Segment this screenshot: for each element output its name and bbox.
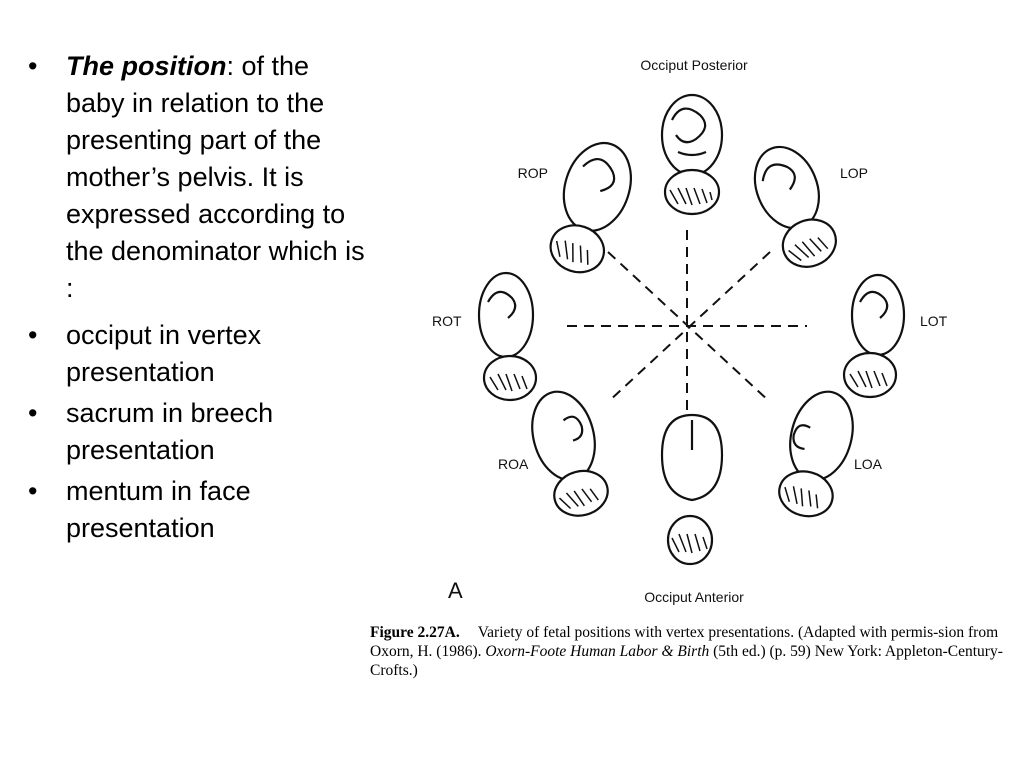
fetus-op-icon bbox=[660, 93, 724, 216]
axis-lines bbox=[567, 230, 807, 432]
fetus-lop-icon bbox=[753, 145, 837, 268]
bullet-mentum: mentum in face presentation bbox=[26, 473, 366, 547]
fetus-loa-icon bbox=[778, 390, 854, 518]
fetus-lot-icon bbox=[842, 273, 906, 399]
figure-caption: Figure 2.27A.Variety of fetal positions … bbox=[370, 623, 1020, 680]
fetal-positions-diagram: Occiput Posterior ROP LOP ROT LOT ROA LO… bbox=[432, 57, 948, 605]
caption-text-1: Variety of fetal positions with vertex p… bbox=[370, 624, 999, 660]
fetus-oa-icon bbox=[660, 413, 724, 566]
fetus-rop-icon bbox=[549, 141, 632, 274]
bullet-sacrum: sacrum in breech presentation bbox=[26, 395, 366, 469]
fetus-roa-icon bbox=[531, 390, 609, 517]
label-rot: ROT bbox=[432, 313, 462, 329]
label-loa: LOA bbox=[854, 456, 883, 472]
bullet-position-text: : of the baby in relation to the present… bbox=[66, 51, 365, 303]
label-occiput-anterior: Occiput Anterior bbox=[644, 589, 744, 605]
label-occiput-posterior: Occiput Posterior bbox=[640, 57, 748, 73]
caption-text-2: (5th ed.) (p. 59) New York: Appleton-Cen… bbox=[370, 643, 1003, 679]
bullet-list: The position: of the baby in relation to… bbox=[26, 48, 366, 551]
label-lop: LOP bbox=[840, 165, 868, 181]
bullet-occiput: occiput in vertex presentation bbox=[26, 317, 366, 391]
label-lot: LOT bbox=[920, 313, 948, 329]
fetus-rot-icon bbox=[477, 271, 538, 402]
bullet-position-term: The position bbox=[66, 51, 227, 81]
figure-number: Figure 2.27A. bbox=[370, 624, 460, 641]
label-roa: ROA bbox=[498, 456, 529, 472]
label-rop: ROP bbox=[518, 165, 548, 181]
bullet-position: The position: of the baby in relation to… bbox=[26, 48, 366, 307]
panel-letter: A bbox=[448, 578, 463, 603]
caption-book-title: Oxorn-Foote Human Labor & Birth bbox=[485, 643, 710, 660]
